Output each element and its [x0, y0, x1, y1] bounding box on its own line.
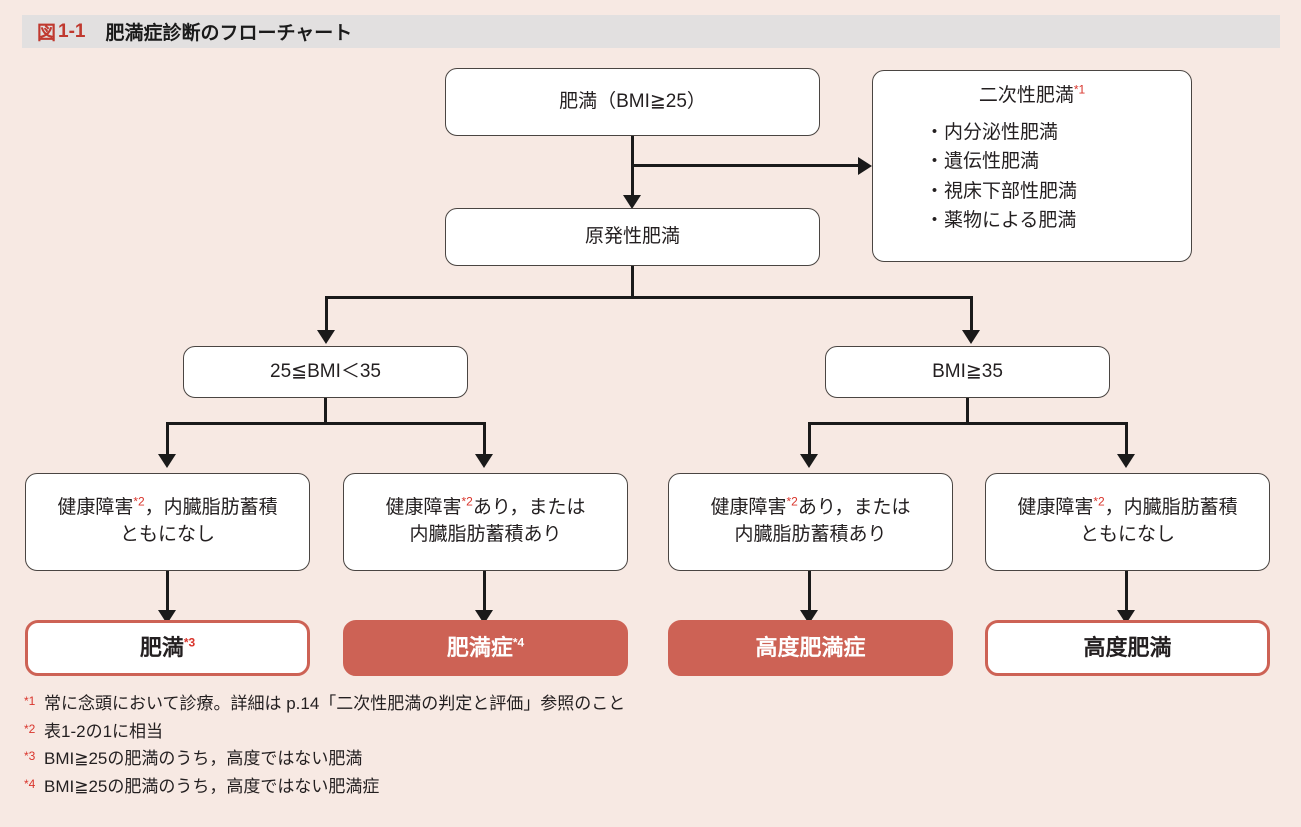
connector-primary-split-right	[970, 296, 973, 334]
list-item: ・薬物による肥満	[925, 210, 1077, 232]
footnote-text: 常に念頭において診療。詳細は p.14「二次性肥満の判定と評価」参照のこと	[44, 694, 626, 713]
node-result-obesity-disease-label: 肥満症	[446, 635, 513, 661]
arrow-to-bmi-25-35	[317, 330, 335, 344]
node-cond-left-2-line2: 内臓脂肪蓄積あり	[409, 524, 562, 545]
footnote-ref-2: *2	[786, 494, 798, 509]
node-cond-left-1-line2: ともになし	[119, 524, 215, 545]
arrow-to-cond-left-1	[158, 454, 176, 468]
node-cond-left-1: 健康障害*2，内臓脂肪蓄積 ともになし	[25, 473, 310, 571]
connector-primary-split-bar	[325, 296, 973, 299]
secondary-obesity-list: ・内分泌性肥満 ・遺伝性肥満 ・視床下部性肥満 ・薬物による肥満	[873, 118, 1191, 236]
connector-bmi-left-split-bar	[166, 422, 486, 425]
node-obesity-bmi25: 肥満（BMI≧25）	[445, 68, 820, 136]
node-cond-right-2: 健康障害*2，内臓脂肪蓄積 ともになし	[985, 473, 1270, 571]
arrow-to-bmi-35	[962, 330, 980, 344]
arrow-to-cond-left-2	[475, 454, 493, 468]
node-result-severe-obesity-label: 高度肥満	[1083, 635, 1172, 661]
node-bmi-35-label: BMI≧35	[932, 360, 1003, 382]
node-result-severe-obesity: 高度肥満	[985, 620, 1270, 676]
figure-title: 肥満症診断のフローチャート	[105, 23, 353, 44]
footnote-text: BMI≧25の肥満のうち，高度ではない肥満症	[44, 776, 380, 796]
node-cond-right-2-line1a: 健康障害	[1017, 497, 1094, 519]
list-item: ・視床下部性肥満	[925, 180, 1078, 202]
node-secondary-obesity: 二次性肥満*1 ・内分泌性肥満 ・遺伝性肥満 ・視床下部性肥満 ・薬物による肥満	[872, 70, 1192, 262]
arrow-to-cond-right-2	[1117, 454, 1135, 468]
connector-obesity-down	[631, 136, 634, 199]
node-cond-right-1-line1a: 健康障害	[710, 497, 787, 519]
node-cond-left-1-line1b: ，内臓脂肪蓄積	[144, 497, 278, 519]
node-cond-left-2-line1b: あり，または	[472, 497, 586, 519]
footnote-item: *3 BMI≧25の肥満のうち，高度ではない肥満	[24, 745, 1174, 773]
node-result-severe-obesity-disease-label: 高度肥満症	[755, 635, 866, 661]
list-item: ・遺伝性肥満	[925, 151, 1040, 173]
footnote-list: *1 常に念頭において診療。詳細は p.14「二次性肥満の判定と評価」参照のこと…	[24, 690, 1174, 800]
node-cond-left-1-line1a: 健康障害	[57, 497, 134, 519]
footnote-ref-2: *2	[133, 494, 145, 509]
node-cond-right-1-line2: 内臓脂肪蓄積あり	[734, 524, 887, 545]
footnote-mark: *3	[24, 749, 36, 764]
connector-bmi-left-split-a	[166, 422, 169, 458]
arrow-to-primary-obesity	[623, 195, 641, 209]
node-primary-obesity-label: 原発性肥満	[584, 225, 680, 247]
connector-bmi-right-split-bar	[808, 422, 1128, 425]
node-cond-right-2-line2: ともになし	[1079, 524, 1175, 545]
node-bmi-35: BMI≧35	[825, 346, 1110, 398]
node-result-severe-obesity-disease: 高度肥満症	[668, 620, 953, 676]
connector-bmi-left-split-b	[483, 422, 486, 458]
node-result-obesity-disease: 肥満症*4	[343, 620, 628, 676]
footnote-item: *2 表1-2の1に相当	[24, 718, 1174, 746]
node-secondary-obesity-title-text: 二次性肥満	[978, 85, 1074, 106]
footnote-ref-3: *3	[183, 636, 196, 651]
node-primary-obesity: 原発性肥満	[445, 208, 820, 266]
footnote-mark: *4	[24, 776, 36, 791]
arrow-to-cond-right-1	[800, 454, 818, 468]
figure-number: 1-1	[58, 20, 86, 42]
node-bmi-25-35-label: 25≦BMI＜35	[270, 360, 381, 382]
footnote-item: *4 BMI≧25の肥満のうち，高度ではない肥満症	[24, 773, 1174, 801]
figure-header-bar: 図 1-1 肥満症診断のフローチャート	[22, 15, 1280, 48]
node-cond-right-1: 健康障害*2あり，または 内臓脂肪蓄積あり	[668, 473, 953, 571]
footnote-ref-2: *2	[461, 494, 473, 509]
list-item: ・内分泌性肥満	[925, 121, 1059, 143]
node-cond-right-2-line1b: ，内臓脂肪蓄積	[1104, 497, 1238, 519]
connector-bmi-left-down	[324, 398, 327, 424]
connector-cond-right-1-down	[808, 571, 811, 615]
node-result-obesity-label: 肥満	[139, 635, 184, 661]
node-cond-left-2-line1a: 健康障害	[385, 497, 462, 519]
connector-obesity-to-secondary	[631, 164, 863, 167]
connector-cond-left-2-down	[483, 571, 486, 615]
footnote-ref-1: *1	[1073, 82, 1086, 97]
node-cond-right-1-line1b: あり，または	[797, 497, 911, 519]
connector-primary-split-left	[325, 296, 328, 334]
footnote-text: 表1-2の1に相当	[44, 721, 164, 741]
footnote-ref-2: *2	[1093, 494, 1105, 509]
connector-cond-left-1-down	[166, 571, 169, 615]
footnote-item: *1 常に念頭において診療。詳細は p.14「二次性肥満の判定と評価」参照のこと	[24, 690, 1174, 718]
node-secondary-obesity-title: 二次性肥満*1	[873, 83, 1191, 110]
connector-cond-right-2-down	[1125, 571, 1128, 615]
connector-bmi-right-split-a	[808, 422, 811, 458]
footnote-text: BMI≧25の肥満のうち，高度ではない肥満	[44, 749, 363, 769]
node-obesity-bmi25-label: 肥満（BMI≧25）	[559, 90, 706, 112]
arrow-to-secondary-obesity	[858, 157, 872, 175]
connector-bmi-right-down	[966, 398, 969, 424]
node-result-obesity: 肥満*3	[25, 620, 310, 676]
node-bmi-25-35: 25≦BMI＜35	[183, 346, 468, 398]
footnote-mark: *2	[24, 721, 36, 736]
connector-primary-down	[631, 266, 634, 298]
footnote-mark: *1	[24, 694, 36, 708]
node-cond-left-2: 健康障害*2あり，または 内臓脂肪蓄積あり	[343, 473, 628, 571]
connector-bmi-right-split-b	[1125, 422, 1128, 458]
footnote-ref-4: *4	[512, 636, 525, 651]
figure-label: 図	[37, 23, 57, 44]
